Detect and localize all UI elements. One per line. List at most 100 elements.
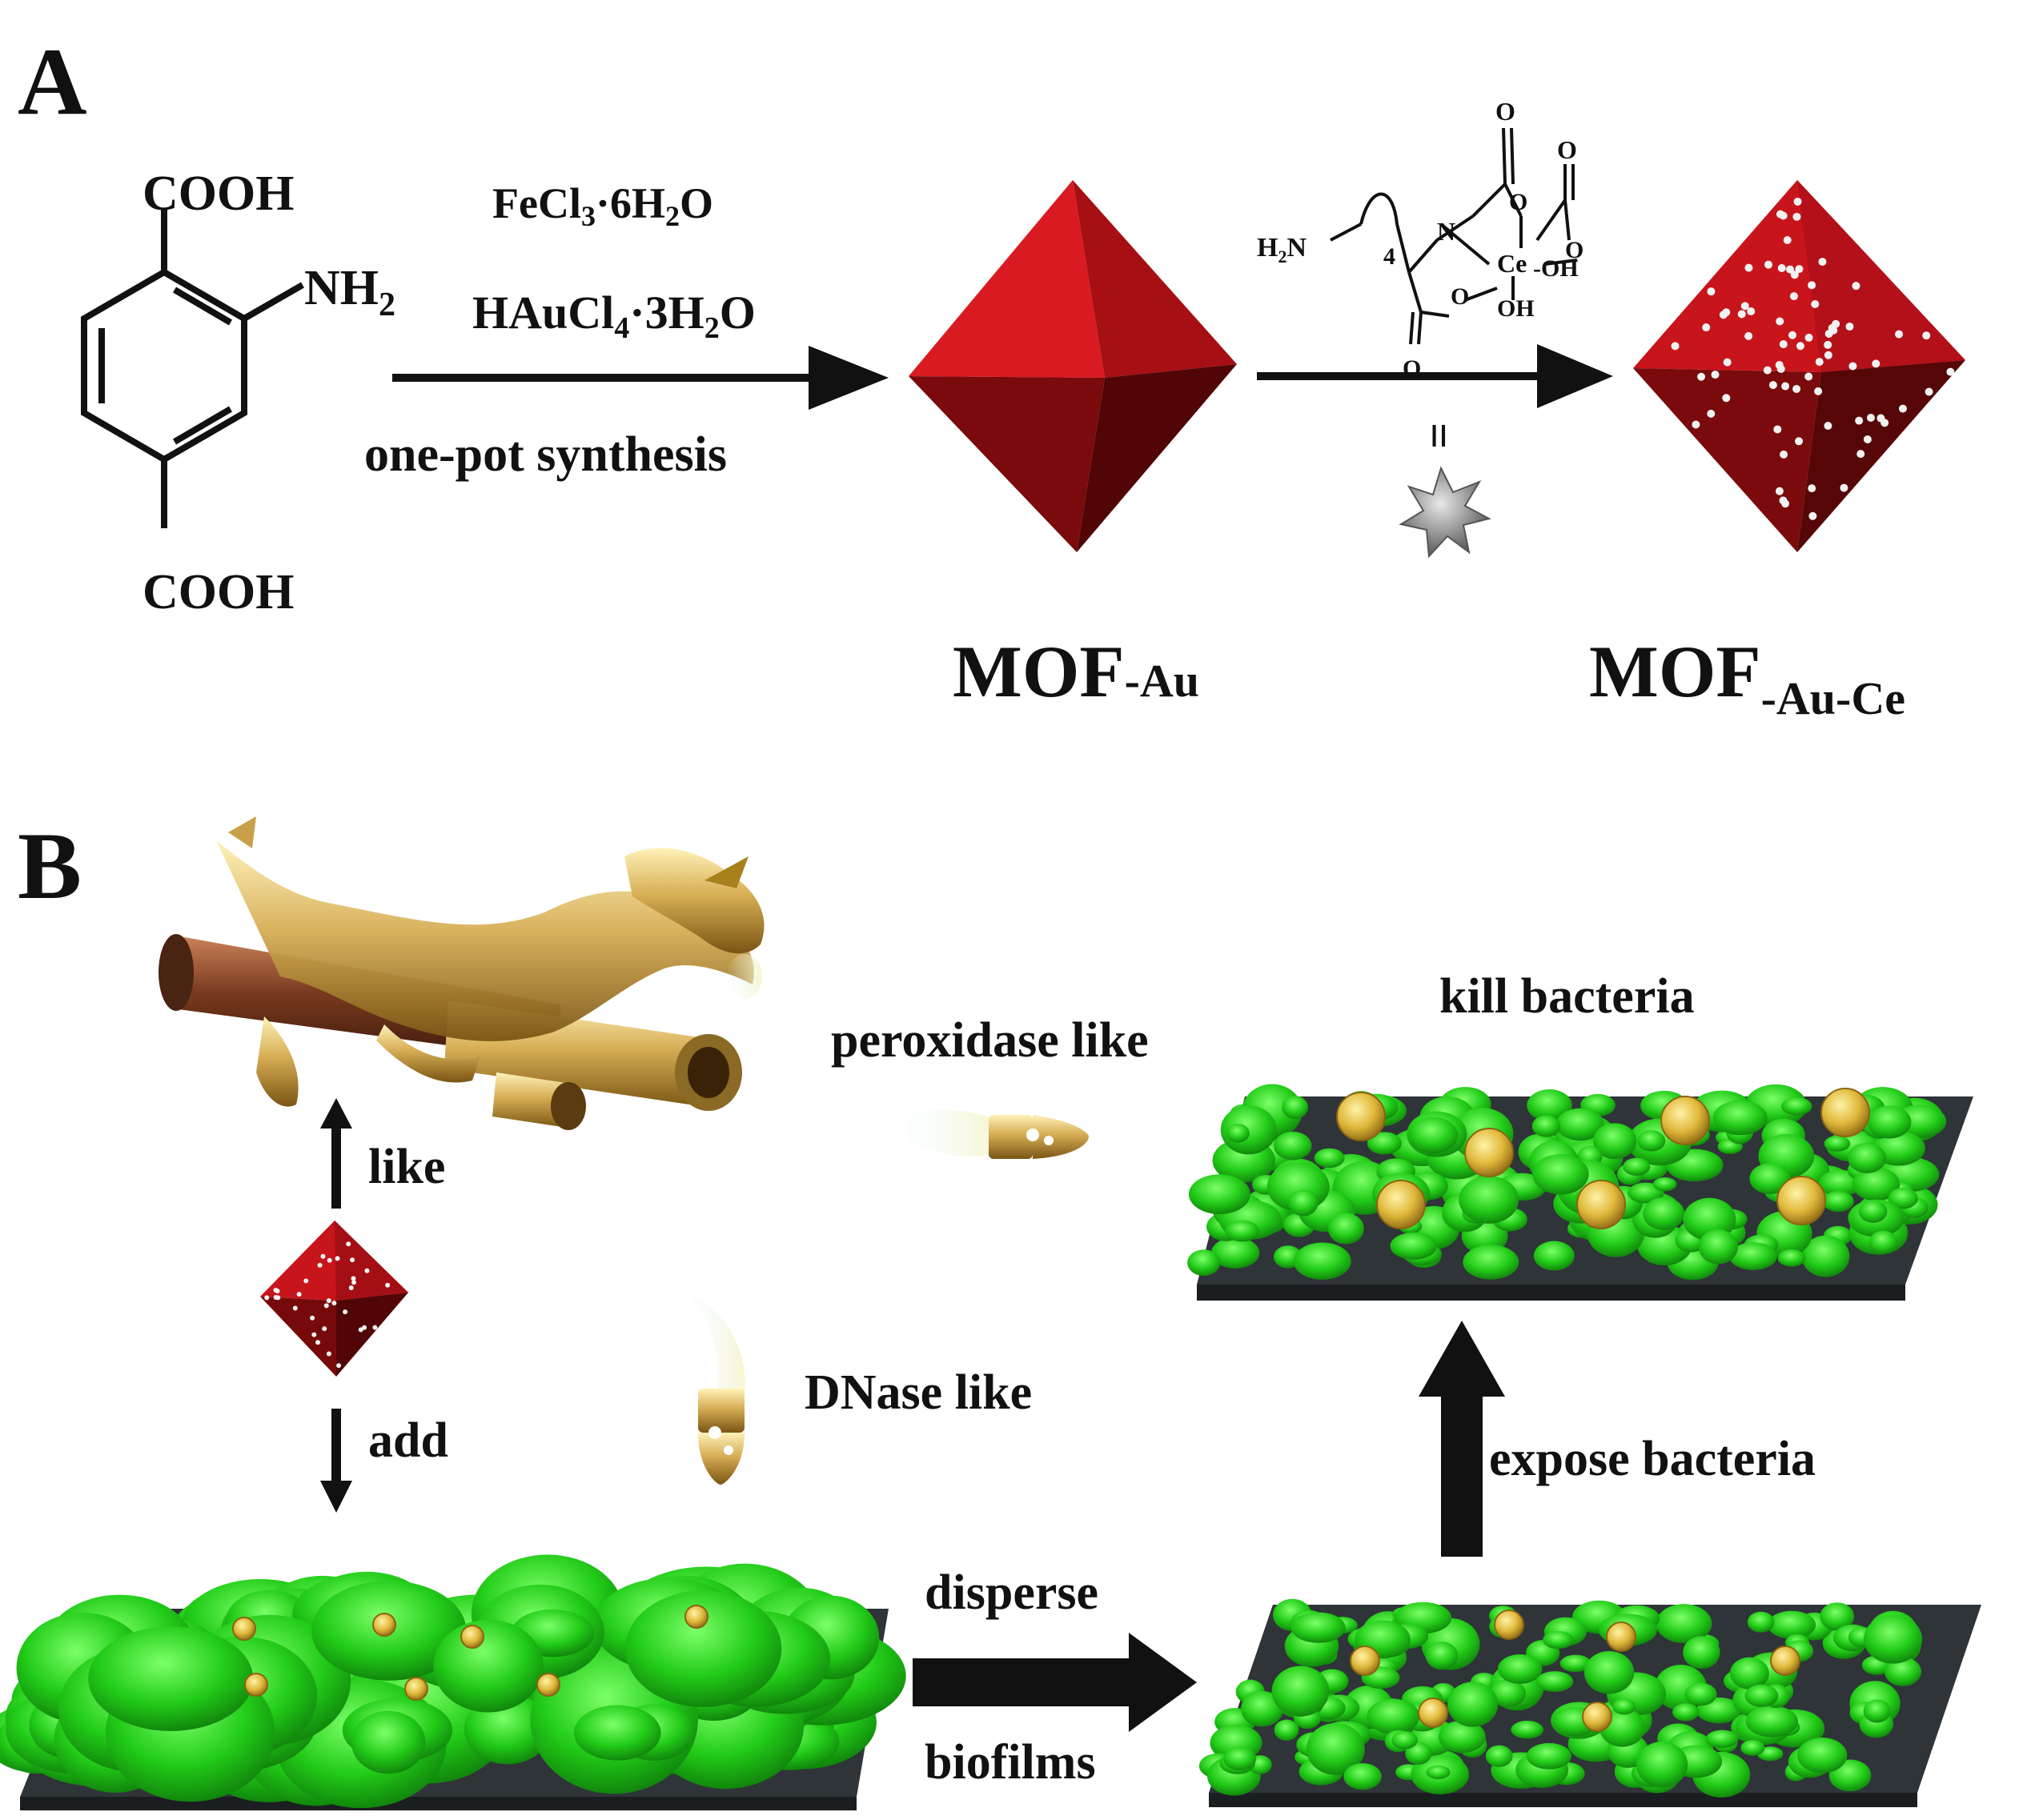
ce-particle-dot xyxy=(1768,381,1777,390)
nanozyme-particle xyxy=(460,1625,484,1649)
bacteria-blob xyxy=(1593,1123,1637,1160)
bacteria-blob xyxy=(1822,1191,1854,1213)
ce-particle-dot xyxy=(1792,384,1801,393)
mof-au-label: MOF-Au xyxy=(953,631,1199,712)
ce-particle-dot xyxy=(331,1301,337,1306)
svg-text:Ce: Ce xyxy=(1497,249,1527,278)
ce-particle-dot xyxy=(1895,330,1904,339)
like-arrow xyxy=(320,1098,352,1209)
ce-particle-dot xyxy=(315,1340,321,1345)
bacteria-blob xyxy=(1781,1097,1812,1116)
ce-particle-dot xyxy=(1763,366,1772,375)
ce-particle-dot xyxy=(1876,414,1885,423)
ce-particle-dot xyxy=(1856,450,1865,459)
bacteria-blob xyxy=(1274,1719,1299,1741)
ce-star-icon xyxy=(1399,466,1491,559)
ce-particle-dot xyxy=(1840,483,1848,492)
ce-particle-dot xyxy=(1815,358,1824,367)
amino-group: NH2 xyxy=(304,261,395,323)
bacteria-blob xyxy=(1868,1230,1898,1254)
svg-text:N: N xyxy=(1437,217,1455,246)
ce-particle-dot xyxy=(273,1288,279,1293)
bacteria-blob xyxy=(1729,1242,1777,1270)
bacteria-blob xyxy=(1274,1131,1312,1161)
nanozyme-particle xyxy=(244,1673,268,1697)
bacteria-blob xyxy=(1463,1245,1519,1280)
bacteria-blob xyxy=(1858,1200,1888,1223)
dnase-like-label: DNase like xyxy=(805,1365,1032,1420)
ce-particle-dot xyxy=(1707,409,1716,418)
bacteria-blob xyxy=(1801,1235,1850,1277)
ce-particle-dot xyxy=(364,1268,370,1273)
ce-particle-dot xyxy=(1855,416,1864,425)
ce-particle-dot xyxy=(323,1303,329,1309)
ce-particle-dot xyxy=(1776,210,1784,218)
ce-particle-dot xyxy=(1811,299,1820,308)
ce-particle-dot xyxy=(1777,263,1786,272)
reagent-haucl4: HAuCl4·3H2O xyxy=(472,287,756,345)
expose-bacteria-label: expose bacteria xyxy=(1489,1432,1816,1486)
bacteria-blob xyxy=(1848,1142,1886,1174)
ce-particle-dot xyxy=(1747,307,1756,316)
ce-particle-dot xyxy=(335,1256,340,1261)
ce-particle-dot xyxy=(1744,331,1753,340)
ce-particle-dot xyxy=(1783,236,1792,245)
ce-particle-dot xyxy=(1702,323,1711,332)
ce-particle-dot xyxy=(1793,197,1802,206)
ce-particle-dot xyxy=(310,1315,315,1321)
ce-particle-dot xyxy=(1925,387,1933,396)
ce-particle-dot xyxy=(1808,281,1816,290)
ce-complex-structure xyxy=(1330,127,1578,345)
bacteria-blob xyxy=(1652,1177,1677,1192)
bacteria-blob xyxy=(88,1626,254,1731)
ce-particle-dot xyxy=(1790,271,1799,279)
add-arrow xyxy=(320,1409,352,1513)
bacteria-blob xyxy=(1314,1148,1345,1169)
ce-particle-dot xyxy=(1740,302,1749,311)
top-cooh-group: COOH xyxy=(142,166,294,221)
mof-au-octahedron xyxy=(909,180,1237,552)
ce-particle-dot xyxy=(322,1326,327,1332)
bacteria-blob xyxy=(1852,1167,1901,1201)
bacteria-blob xyxy=(1343,1763,1382,1790)
ce-particle-dot xyxy=(1788,331,1796,339)
ce-particle-dot xyxy=(343,1309,348,1315)
ce-particle-dot xyxy=(351,1280,357,1285)
nanozyme-particle xyxy=(1350,1646,1380,1676)
ce-particle-dot xyxy=(1764,260,1773,269)
bacteria-blob xyxy=(1555,1108,1604,1141)
dispersed-bacteria-slab xyxy=(1198,1598,1981,1807)
ce-particle-dot xyxy=(1707,287,1716,296)
one-pot-synthesis-label: one-pot synthesis xyxy=(364,427,727,482)
ce-particle-dot xyxy=(317,1262,323,1268)
ce-particle-dot xyxy=(1697,372,1706,381)
nanozyme-particle xyxy=(1776,1176,1826,1225)
bacteria-blob xyxy=(1698,1229,1738,1265)
synthesis-arrow xyxy=(392,346,889,410)
ce-particle-dot xyxy=(1711,371,1720,379)
nanozyme-particle xyxy=(1770,1646,1800,1676)
bacteria-blob xyxy=(1796,1738,1848,1774)
ce-particle-dot xyxy=(1872,359,1880,368)
nanozyme-particle xyxy=(1494,1610,1524,1640)
ce-particle-dot xyxy=(1722,308,1731,317)
ce-particle-dot xyxy=(311,1332,317,1337)
bacteria-blob xyxy=(1543,1630,1574,1650)
bacteria-blob xyxy=(1747,1611,1775,1633)
nanozyme-particle xyxy=(1820,1088,1870,1137)
add-label: add xyxy=(368,1413,448,1468)
reagent-fecl3: FeCl3·6H2O xyxy=(492,179,713,232)
bacteria-blob xyxy=(1656,1604,1712,1643)
ce-particle-dot xyxy=(336,1363,342,1369)
bacteria-blob xyxy=(1497,1654,1543,1684)
bacteria-blob xyxy=(1744,1684,1779,1707)
ce-particle-dot xyxy=(1824,340,1832,349)
bacteria-blob xyxy=(1390,1232,1437,1260)
bacteria-blob xyxy=(1888,1188,1918,1209)
biofilm-slab xyxy=(0,1554,906,1810)
bacteria-blob xyxy=(1535,1671,1574,1693)
bacteria-blob xyxy=(1526,1742,1571,1770)
bottom-cooh-group: COOH xyxy=(142,565,294,619)
ce-particle-dot xyxy=(1795,265,1804,274)
